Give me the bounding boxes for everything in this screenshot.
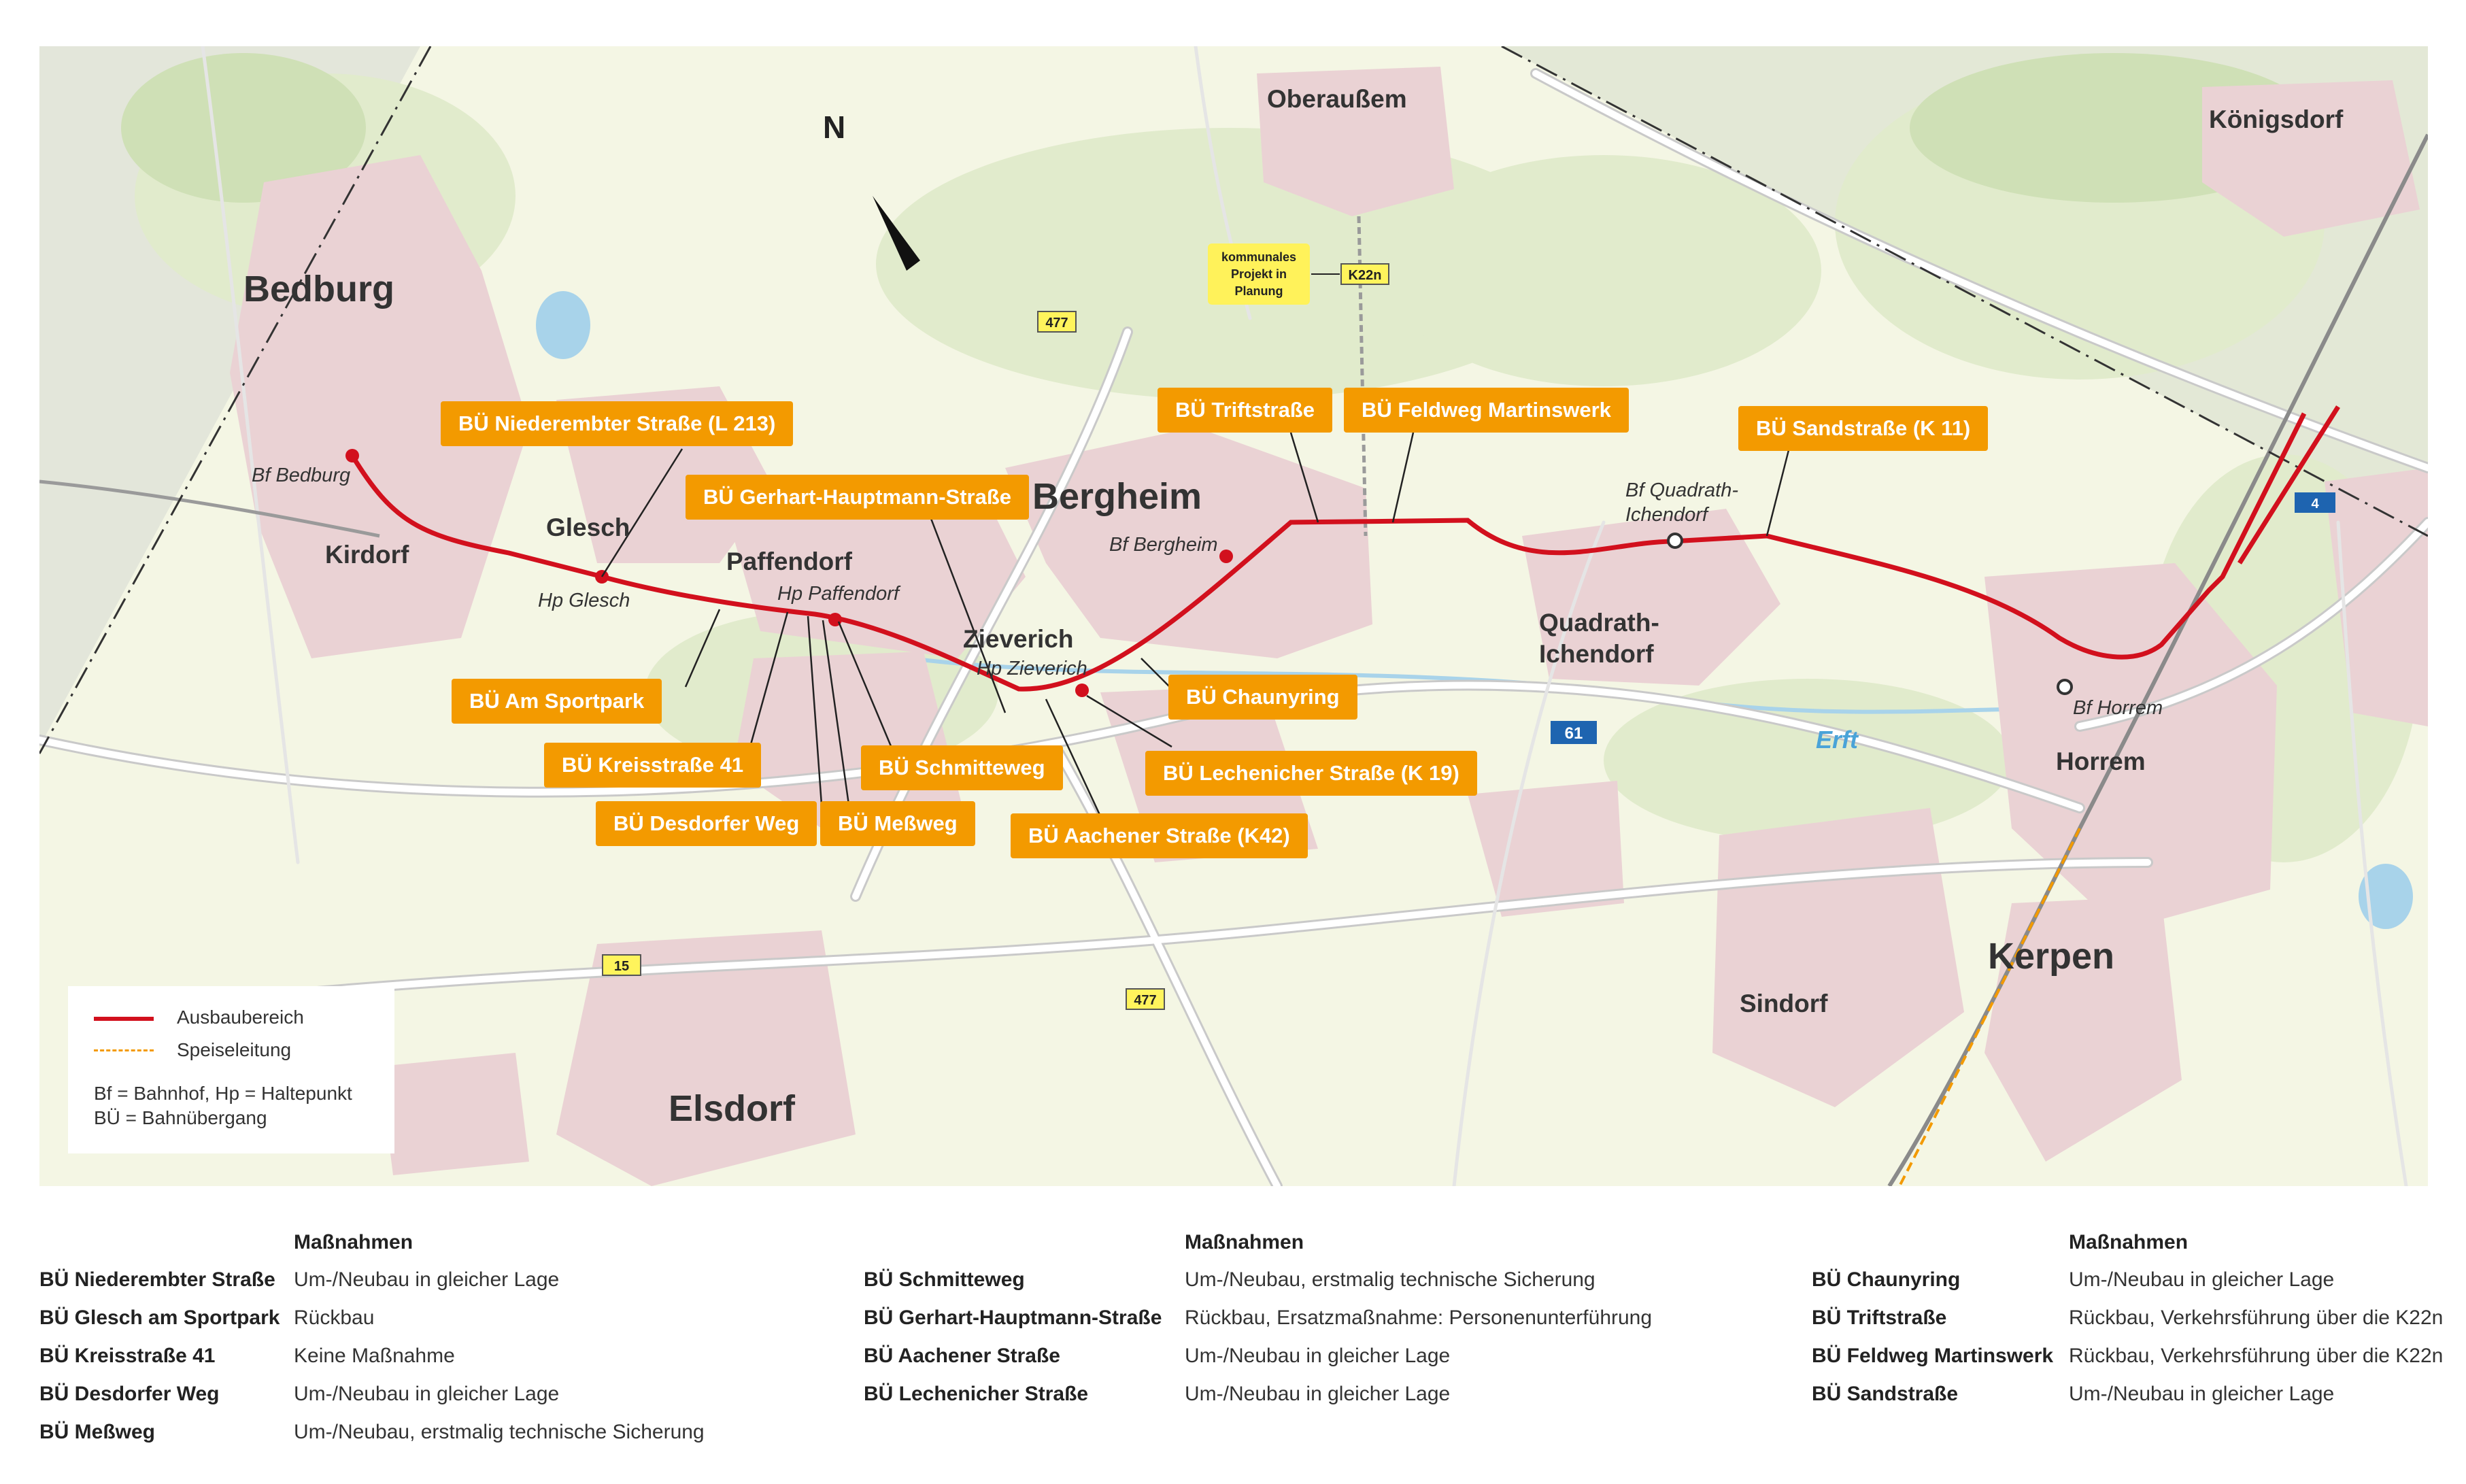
callout-bue-gerhart-hauptmann[interactable]: BÜ Gerhart-Hauptmann-Straße	[686, 475, 1029, 520]
station-bf-horrem: Bf Horrem	[2073, 697, 2163, 719]
project-note-line2: Projekt in	[1231, 267, 1287, 281]
road-label-61: 61	[1565, 724, 1583, 743]
station-hp-glesch: Hp Glesch	[538, 590, 630, 611]
callout-bue-chaunyring[interactable]: BÜ Chaunyring	[1168, 675, 1357, 720]
callout-bue-lechenicher-strasse[interactable]: BÜ Lechenicher Straße (K 19)	[1145, 751, 1477, 796]
place-quadrath: Quadrath-	[1539, 609, 1659, 637]
station-bf-bergheim: Bf Bergheim	[1109, 534, 1218, 556]
legend-abbreviations-2: BÜ = Bahnübergang	[94, 1107, 267, 1128]
legend-label-speiseleitung: Speiseleitung	[177, 1039, 292, 1060]
station-bf-quadrath-2: Ichendorf	[1625, 504, 1710, 526]
callout-bue-triftstrasse[interactable]: BÜ Triftstraße	[1158, 388, 1332, 433]
station-hp-zieverich: Hp Zieverich	[977, 658, 1087, 679]
project-note-line3: Planung	[1235, 284, 1283, 298]
callout-bue-messweg[interactable]: BÜ Meßweg	[820, 801, 975, 846]
callout-leaders	[601, 432, 1790, 817]
legend-label-ausbaubereich: Ausbaubereich	[177, 1007, 304, 1028]
project-note-box	[1208, 243, 1310, 305]
water-bodies	[536, 291, 2413, 929]
callout-bue-aachener-strasse[interactable]: BÜ Aachener Straße (K42)	[1011, 813, 1308, 858]
north-arrow-icon	[873, 196, 920, 271]
measures-header-3: Maßnahmen	[2069, 1231, 2189, 1253]
roads	[39, 46, 2428, 1186]
place-kerpen: Kerpen	[1988, 936, 2114, 977]
road-shields	[602, 263, 2335, 1010]
road-label-4: 4	[2311, 496, 2319, 511]
place-kirdorf: Kirdorf	[325, 541, 409, 569]
railways	[39, 133, 2428, 1186]
callout-bue-kreisstrasse-41[interactable]: BÜ Kreisstraße 41	[544, 743, 762, 788]
river-label-erft: Erft	[1816, 726, 1859, 754]
place-bedburg: Bedburg	[243, 269, 394, 309]
place-paffendorf: Paffendorf	[726, 547, 853, 575]
callout-bue-feldweg-martinswerk[interactable]: BÜ Feldweg Martinswerk	[1344, 388, 1629, 433]
place-koenigsdorf: Königsdorf	[2209, 105, 2344, 133]
measures-header-2: Maßnahmen	[1185, 1231, 1304, 1253]
road-label-477-south: 477	[1134, 993, 1156, 1008]
map[interactable]: 477 477 15 K22n 61 4 kommunales Projekt …	[39, 46, 2428, 1186]
station-hp-paffendorf: Hp Paffendorf	[777, 583, 901, 605]
callout-bue-sandstrasse[interactable]: BÜ Sandstraße (K 11)	[1738, 406, 1989, 451]
callout-bue-schmitteweg[interactable]: BÜ Schmitteweg	[861, 745, 1063, 790]
legend-swatch-route	[94, 1017, 154, 1021]
section-boundaries	[39, 46, 2428, 754]
road-label-477-north: 477	[1045, 316, 1068, 331]
route-ausbaubereich	[350, 412, 2307, 692]
place-zieverich: Zieverich	[963, 625, 1073, 653]
station-bf-quadrath-1: Bf Quadrath-	[1625, 479, 1738, 501]
north-label: N	[823, 109, 846, 145]
place-ichendorf: Ichendorf	[1539, 640, 1654, 668]
route-ausbaubereich-parallel	[2237, 405, 2340, 564]
callout-bue-am-sportpark[interactable]: BÜ Am Sportpark	[452, 679, 662, 724]
legend-swatch-speiseleitung	[94, 1049, 154, 1051]
place-bergheim: Bergheim	[1032, 476, 1202, 517]
station-bf-bedburg: Bf Bedburg	[252, 465, 350, 486]
road-label-k22n: K22n	[1349, 268, 1382, 283]
place-horrem: Horrem	[2056, 747, 2146, 775]
measures-header-1: Maßnahmen	[294, 1231, 413, 1253]
place-sindorf: Sindorf	[1740, 990, 1828, 1017]
speiseleitung-line	[1898, 828, 2081, 1186]
callout-bue-desdorfer-weg[interactable]: BÜ Desdorfer Weg	[596, 801, 817, 846]
road-label-15: 15	[614, 959, 629, 974]
map-legend: Ausbaubereich Speiseleitung Bf = Bahnhof…	[68, 986, 394, 1153]
project-note-line1: kommunales	[1221, 250, 1296, 264]
place-glesch: Glesch	[546, 513, 630, 541]
place-oberaussem: Oberaußem	[1267, 85, 1407, 113]
place-elsdorf: Elsdorf	[669, 1088, 796, 1129]
callout-bue-niederembter[interactable]: BÜ Niederembter Straße (L 213)	[441, 401, 794, 446]
legend-abbreviations-1: Bf = Bahnhof, Hp = Haltepunkt	[94, 1083, 352, 1104]
